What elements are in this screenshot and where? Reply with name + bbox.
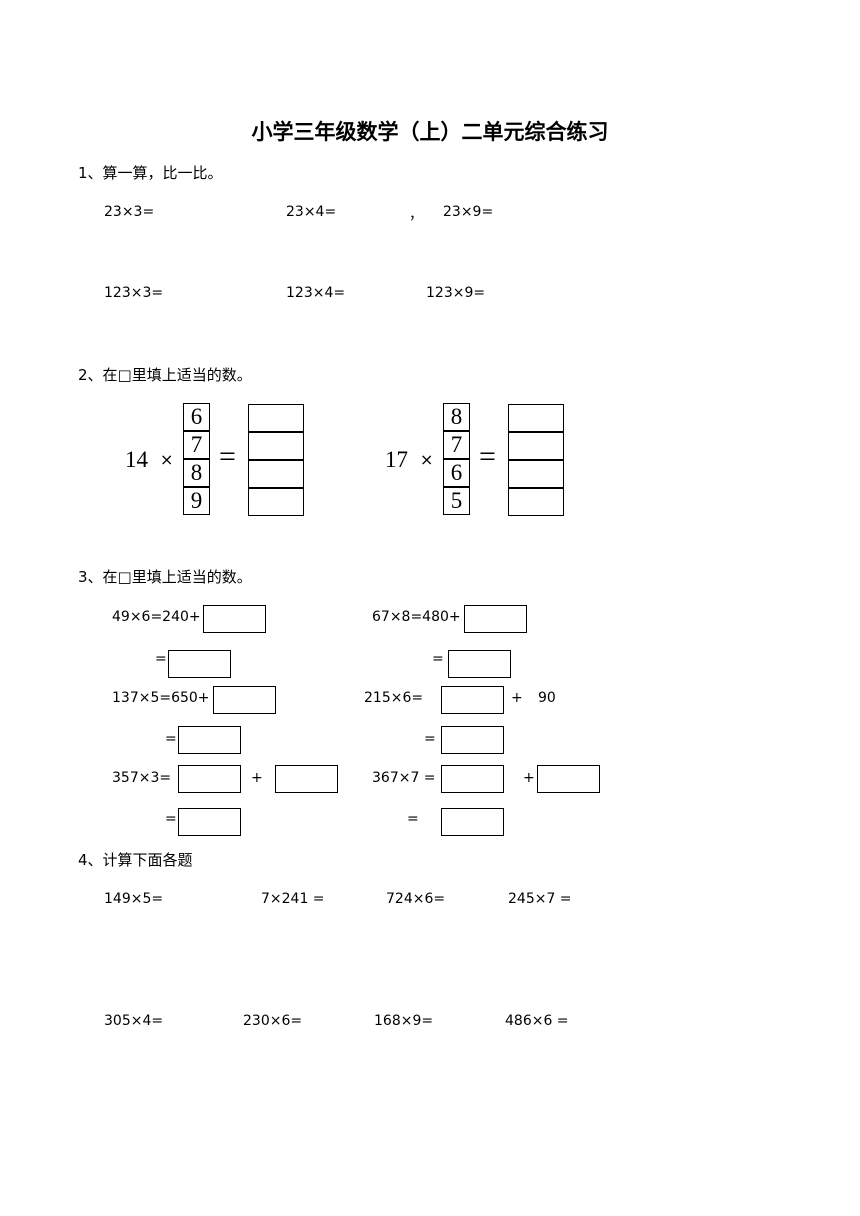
q1-problem: 23×4= xyxy=(286,204,337,220)
answer-box[interactable] xyxy=(441,686,504,714)
answer-box[interactable] xyxy=(508,432,564,460)
answer-box[interactable] xyxy=(508,404,564,432)
plus-sign: + xyxy=(523,770,535,786)
page-title: 小学三年级数学（上）二单元综合练习 xyxy=(251,120,609,144)
times-sign: × xyxy=(420,450,434,469)
answer-box[interactable] xyxy=(178,726,241,754)
q3-expression: 215×6= xyxy=(364,690,424,706)
answer-box[interactable] xyxy=(537,765,600,793)
answer-box[interactable] xyxy=(508,488,564,516)
answer-box[interactable] xyxy=(448,650,511,678)
q2-left-digit: 7 xyxy=(183,431,210,459)
q1-problem: 123×4= xyxy=(286,285,346,301)
q2-left-digit: 6 xyxy=(183,403,210,431)
q2-right-digit: 7 xyxy=(443,431,470,459)
q2-left-digit: 8 xyxy=(183,459,210,487)
q2-right-digit: 6 xyxy=(443,459,470,487)
question-3-heading: 3、在□里填上适当的数。 xyxy=(78,568,252,586)
q4-problem: 305×4= xyxy=(104,1013,164,1029)
q1-problem: 123×3= xyxy=(104,285,164,301)
equals-sign: = xyxy=(165,731,177,747)
q2-right-multiplicand: 17 xyxy=(385,447,408,472)
equals-sign: = xyxy=(407,811,419,827)
question-4-heading: 4、计算下面各题 xyxy=(78,851,193,869)
q1-separator: ， xyxy=(409,207,423,223)
answer-box[interactable] xyxy=(248,404,304,432)
q4-problem: 149×5= xyxy=(104,891,164,907)
answer-box[interactable] xyxy=(441,765,504,793)
answer-box[interactable] xyxy=(178,808,241,836)
q4-problem: 724×6= xyxy=(386,891,446,907)
plus-sign: + xyxy=(251,770,263,786)
q4-problem: 245×7 = xyxy=(508,891,572,907)
answer-box[interactable] xyxy=(441,726,504,754)
q3-expression: 367×7 = xyxy=(372,770,436,786)
answer-box[interactable] xyxy=(275,765,338,793)
q4-problem: 230×6= xyxy=(243,1013,303,1029)
q3-expression: 357×3= xyxy=(112,770,172,786)
answer-box[interactable] xyxy=(213,686,276,714)
q3-addend: 90 xyxy=(538,690,556,706)
equals-sign: = xyxy=(479,440,496,473)
q1-problem: 23×3= xyxy=(104,204,155,220)
answer-box[interactable] xyxy=(178,765,241,793)
q4-problem: 168×9= xyxy=(374,1013,434,1029)
equals-sign: = xyxy=(219,440,236,473)
q1-problem: 123×9= xyxy=(426,285,486,301)
answer-box[interactable] xyxy=(508,460,564,488)
q4-problem: 486×6 = xyxy=(505,1013,569,1029)
answer-box[interactable] xyxy=(168,650,231,678)
equals-sign: = xyxy=(432,651,444,667)
q2-right-digit: 8 xyxy=(443,403,470,431)
answer-box[interactable] xyxy=(441,808,504,836)
q2-right-digit: 5 xyxy=(443,487,470,515)
question-1-heading: 1、算一算，比一比。 xyxy=(78,164,223,182)
q3-expression: 67×8=480+ xyxy=(372,609,461,625)
answer-box[interactable] xyxy=(248,488,304,516)
answer-box[interactable] xyxy=(248,460,304,488)
question-2-heading: 2、在□里填上适当的数。 xyxy=(78,366,252,384)
q4-problem: 7×241 = xyxy=(261,891,325,907)
answer-box[interactable] xyxy=(248,432,304,460)
times-sign: × xyxy=(160,450,174,469)
plus-sign: + xyxy=(511,690,523,706)
equals-sign: = xyxy=(424,731,436,747)
q3-expression: 49×6=240+ xyxy=(112,609,201,625)
answer-box[interactable] xyxy=(464,605,527,633)
q2-left-multiplicand: 14 xyxy=(125,447,148,472)
equals-sign: = xyxy=(155,651,167,667)
q1-problem: 23×9= xyxy=(443,204,494,220)
answer-box[interactable] xyxy=(203,605,266,633)
q2-left-digit: 9 xyxy=(183,487,210,515)
q3-expression: 137×5=650+ xyxy=(112,690,210,706)
equals-sign: = xyxy=(165,811,177,827)
